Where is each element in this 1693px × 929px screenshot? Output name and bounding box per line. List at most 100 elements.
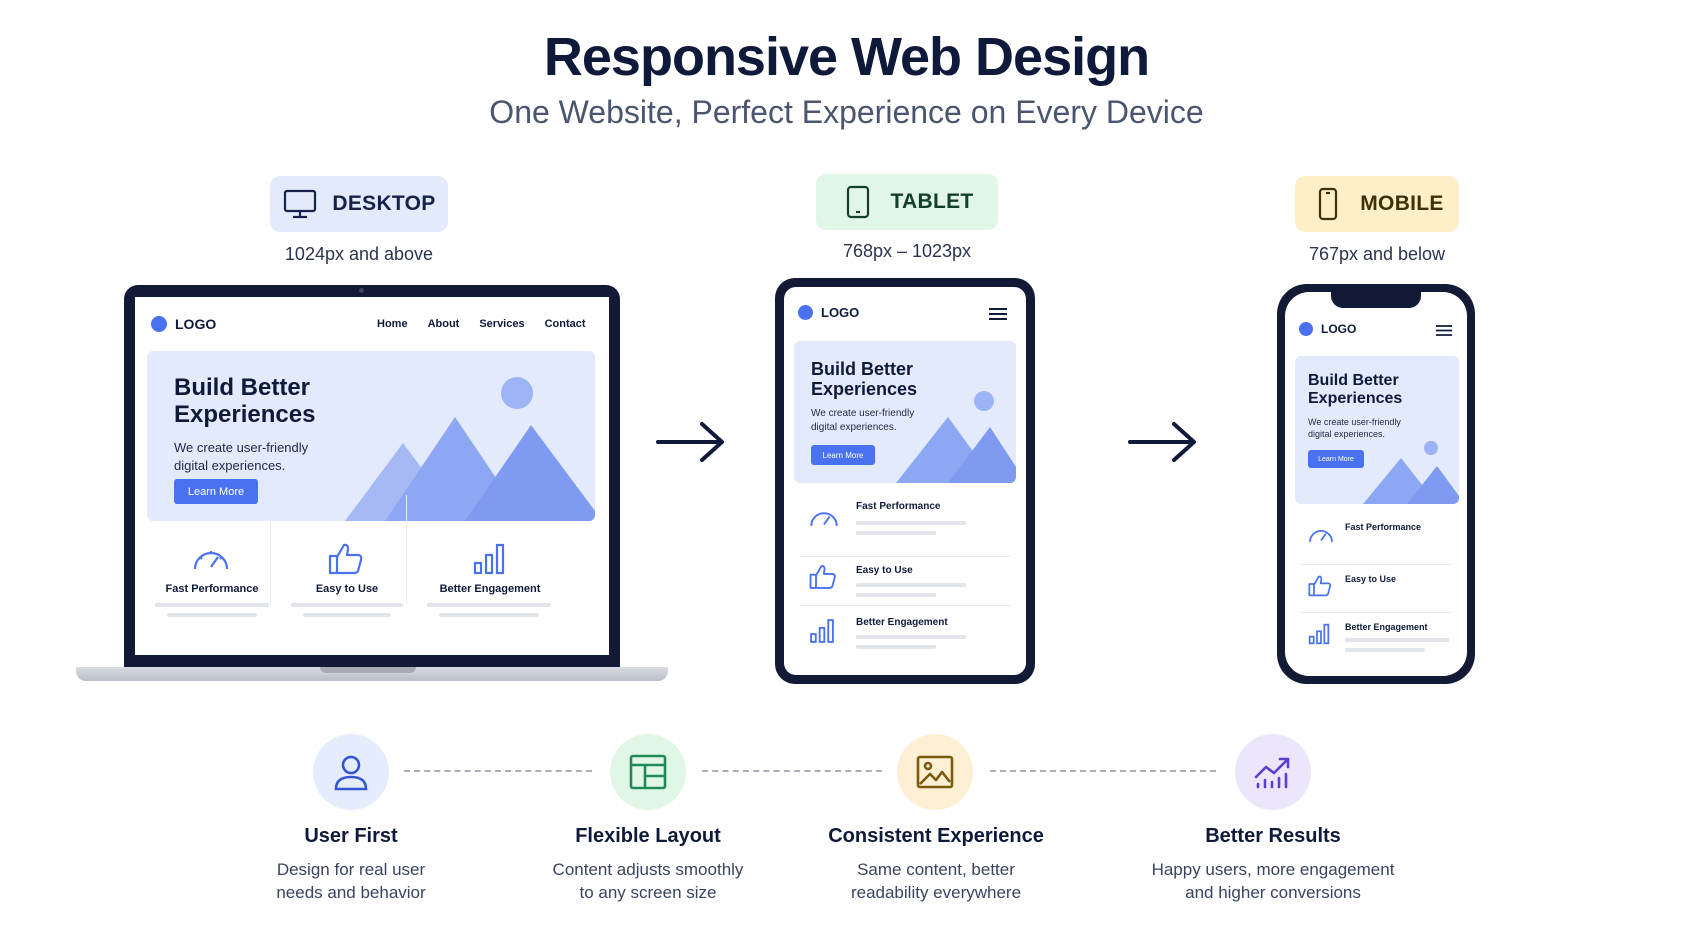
tablet-icon (847, 185, 870, 219)
user-icon (334, 755, 368, 791)
mobile-badge: MOBILE (1295, 176, 1459, 232)
mobile-feature-1: Fast Performance (1295, 512, 1459, 564)
benefit-2-desc: Content adjusts smoothly to any screen s… (552, 860, 744, 903)
desktop-hero: Build Better Experiences We create user-… (147, 351, 595, 521)
arrow-right-icon (656, 420, 726, 469)
placeholder-line (167, 613, 257, 617)
placeholder-line (1345, 638, 1449, 642)
laptop-notch (320, 667, 416, 673)
page-title: Responsive Web Design (543, 27, 1150, 87)
tablet-feature-1: Fast Performance (794, 493, 1016, 549)
hero-text: We create user-friendly digital experien… (811, 408, 915, 433)
desktop-badge: DESKTOP (270, 176, 448, 232)
nav-about[interactable]: About (427, 318, 460, 330)
benefit-2-title: Flexible Layout (575, 825, 721, 847)
hero-title: Build Better Experiences (174, 374, 316, 428)
hamburger-menu-icon[interactable] (988, 307, 1008, 321)
benefit-4-desc: Happy users, more engagement and higher … (1151, 860, 1395, 903)
hamburger-menu-icon[interactable] (1435, 324, 1453, 337)
mobile-screen: LOGO Build Better Experiences We create … (1285, 292, 1467, 676)
hero-title: Build Better Experiences (1308, 372, 1403, 407)
list-divider (1301, 612, 1451, 613)
mobile-logo: LOGO (1299, 322, 1356, 336)
placeholder-line (856, 583, 966, 587)
laptop-base (76, 667, 668, 681)
placeholder-line (303, 613, 391, 617)
placeholder-line (856, 645, 936, 649)
thumbs-up-icon (328, 543, 363, 575)
list-divider (800, 556, 1010, 557)
benefit-1-desc: Design for real user needs and behavior (276, 860, 426, 903)
image-icon (916, 755, 954, 789)
monitor-icon (284, 189, 317, 219)
nav-services[interactable]: Services (479, 318, 525, 330)
list-divider (800, 605, 1010, 606)
tablet-hero: Build Better Experiences We create user-… (794, 341, 1016, 483)
phone-notch (1331, 292, 1421, 308)
logo-dot-icon (151, 316, 167, 332)
desktop-feature-3: Better Engagement (415, 533, 565, 645)
placeholder-line (427, 603, 551, 607)
feature-divider (406, 495, 407, 605)
tablet-feature-3: Better Engagement (794, 615, 1016, 671)
connector-dash (702, 770, 882, 772)
placeholder-line (856, 521, 966, 525)
layout-icon (629, 754, 667, 790)
desktop-logo: LOGO (151, 316, 216, 332)
mobile-badge-label: MOBILE (1360, 192, 1444, 215)
placeholder-line (291, 603, 403, 607)
mobile-hero: Build Better Experiences We create user-… (1295, 356, 1459, 504)
desktop-feature-1: Fast Performance (143, 533, 281, 645)
thumbs-up-icon (809, 565, 836, 589)
list-divider (1301, 564, 1451, 565)
mobile-feature-3: Better Engagement (1295, 618, 1459, 668)
bar-chart-icon (810, 619, 834, 643)
connector-dash (404, 770, 592, 772)
tablet-logo: LOGO (798, 305, 859, 320)
learn-more-button[interactable]: Learn More (1308, 450, 1364, 468)
placeholder-line (856, 593, 936, 597)
growth-chart-icon (1254, 757, 1290, 789)
desktop-badge-label: DESKTOP (332, 192, 436, 215)
nav-home[interactable]: Home (377, 318, 408, 330)
bar-chart-icon (1308, 623, 1330, 645)
logo-dot-icon (1299, 322, 1313, 336)
tablet-range: 768px – 1023px (842, 241, 972, 261)
desktop-feature-2: Easy to Use (281, 533, 413, 645)
benefit-4-circle (1235, 734, 1311, 810)
desktop-nav: Home About Services Contact (377, 318, 586, 330)
benefit-3-title: Consistent Experience (828, 825, 1044, 847)
placeholder-line (155, 603, 269, 607)
bar-chart-icon (473, 543, 505, 575)
mobile-range: 767px and below (1308, 244, 1446, 264)
mountain-illustration-icon (896, 391, 1016, 483)
benefit-2-circle (610, 734, 686, 810)
speedometer-icon (810, 512, 838, 527)
hero-text: We create user-friendly digital experien… (174, 440, 309, 473)
learn-more-button[interactable]: Learn More (174, 479, 258, 504)
placeholder-line (1345, 648, 1425, 652)
speedometer-icon (1309, 530, 1333, 542)
tablet-badge-label: TABLET (890, 190, 974, 213)
speedometer-icon (193, 551, 229, 570)
nav-contact[interactable]: Contact (544, 318, 586, 330)
benefit-3-circle (897, 734, 973, 810)
mountain-illustration-icon (345, 377, 595, 521)
hero-text: We create user-friendly digital experien… (1308, 417, 1401, 440)
placeholder-line (856, 531, 936, 535)
mobile-feature-2: Easy to Use (1295, 568, 1459, 614)
phone-icon (1319, 187, 1338, 221)
mountain-illustration-icon (1363, 441, 1459, 504)
connector-dash (990, 770, 1216, 772)
laptop-camera (359, 288, 364, 293)
learn-more-button[interactable]: Learn More (811, 445, 875, 465)
tablet-badge: TABLET (816, 174, 998, 230)
benefit-4-title: Better Results (1205, 825, 1341, 847)
placeholder-line (439, 613, 539, 617)
logo-dot-icon (798, 305, 813, 320)
benefit-3-desc: Same content, better readability everywh… (850, 860, 1022, 903)
tablet-screen: LOGO Build Better Experiences We create … (784, 287, 1026, 675)
placeholder-line (856, 635, 966, 639)
benefit-1-title: User First (304, 825, 398, 847)
feature-divider (270, 495, 271, 605)
